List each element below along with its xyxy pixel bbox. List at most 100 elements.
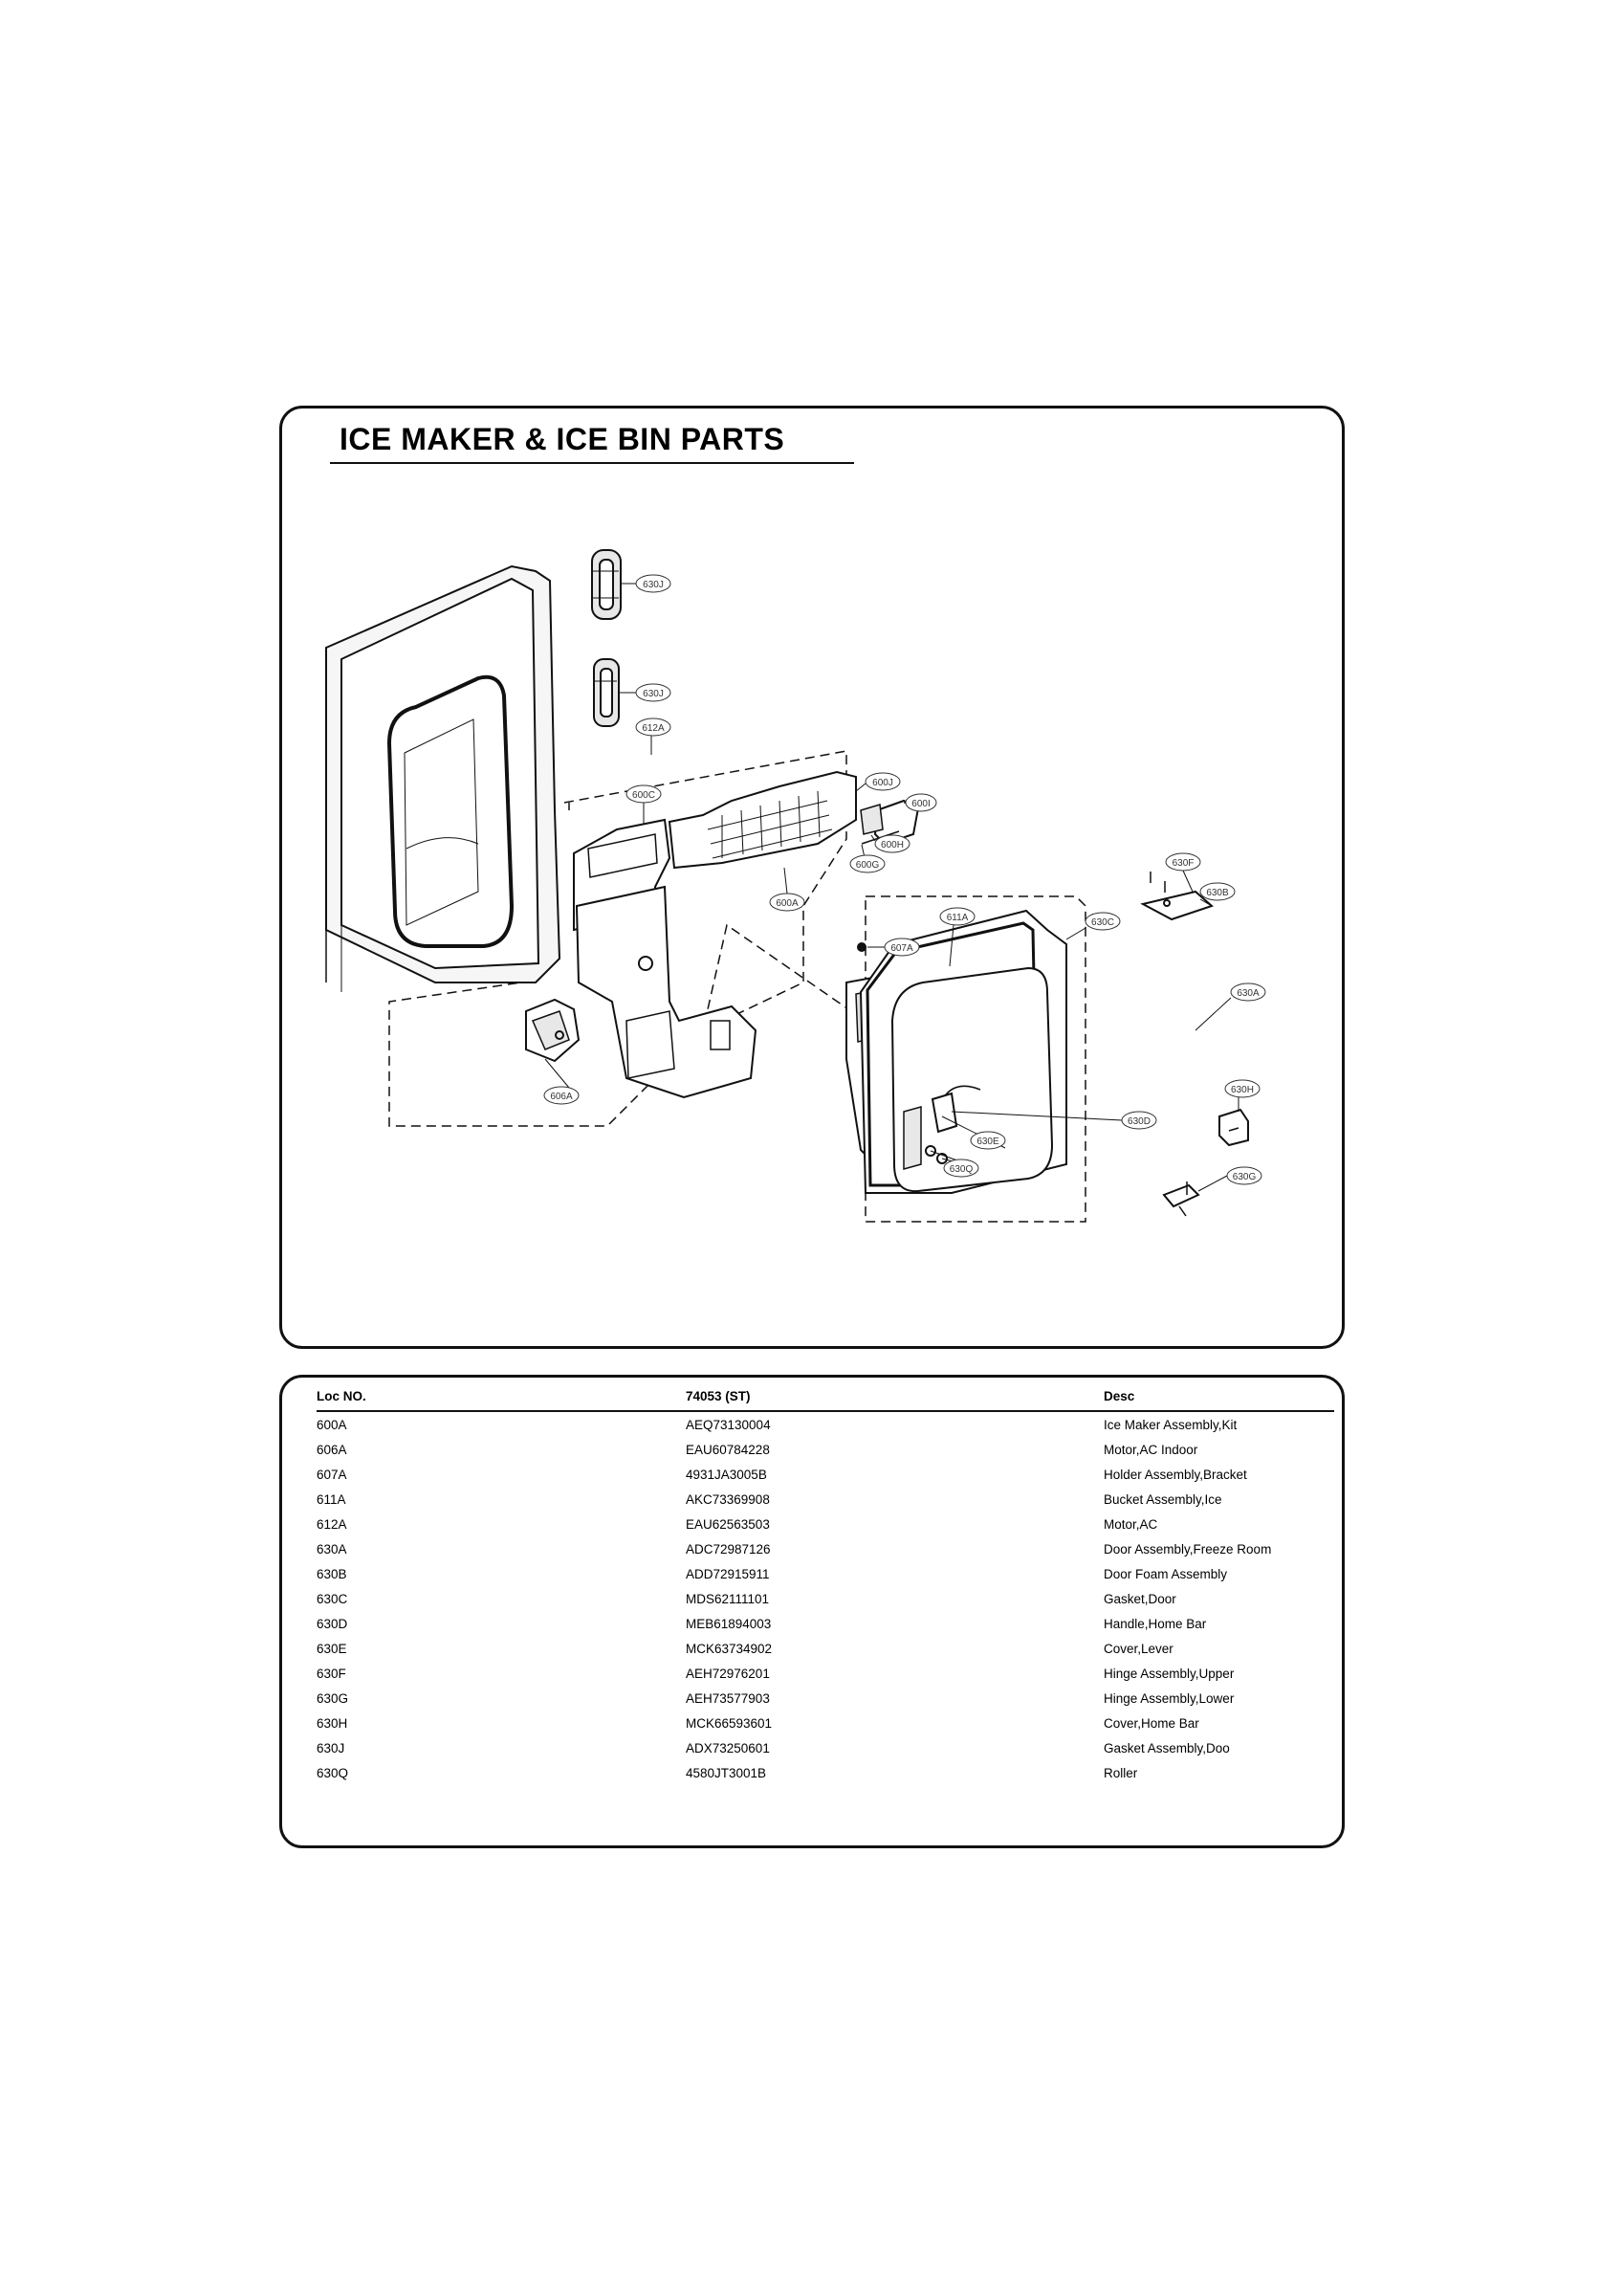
callout-630f: 630F bbox=[1165, 852, 1201, 872]
callout-612a: 612A bbox=[635, 718, 671, 737]
gasket-630j-lower bbox=[593, 658, 620, 727]
part-number-cell: 4931JA3005B bbox=[686, 1467, 767, 1482]
desc-cell: Cover,Lever bbox=[1104, 1641, 1173, 1656]
table-row: 630F AEH72976201 Hinge Assembly,Upper bbox=[317, 1661, 1334, 1686]
callout-600g: 600G bbox=[849, 854, 886, 873]
svg-text:600I: 600I bbox=[911, 799, 930, 809]
callout-600a: 600A bbox=[769, 893, 805, 912]
part-number-cell: MCK63734902 bbox=[686, 1641, 773, 1656]
part-number-cell: AEQ73130004 bbox=[686, 1417, 771, 1432]
lower-hinge bbox=[1162, 1181, 1200, 1217]
table-row: 612A EAU62563503 Motor,AC bbox=[317, 1512, 1334, 1536]
callout-630b: 630B bbox=[1199, 882, 1236, 901]
desc-cell: Door Foam Assembly bbox=[1104, 1566, 1228, 1581]
callout-630e: 630E bbox=[970, 1131, 1006, 1150]
svg-text:630E: 630E bbox=[976, 1137, 999, 1147]
desc-cell: Ice Maker Assembly,Kit bbox=[1104, 1417, 1238, 1432]
svg-text:600H: 600H bbox=[881, 840, 904, 850]
part-number-cell: MCK66593601 bbox=[686, 1715, 773, 1731]
loc-cell: 630F bbox=[317, 1666, 346, 1681]
part-number-cell: ADD72915911 bbox=[686, 1566, 770, 1581]
callout-600h: 600H bbox=[874, 834, 910, 853]
page-title: ICE MAKER & ICE BIN PARTS bbox=[340, 422, 785, 456]
callout-630c: 630C bbox=[1085, 912, 1121, 931]
freezer-door bbox=[859, 909, 1067, 1194]
loc-cell: 630J bbox=[317, 1740, 345, 1755]
loc-cell: 611A bbox=[317, 1491, 346, 1507]
svg-text:630F: 630F bbox=[1173, 858, 1195, 869]
home-bar-handle bbox=[925, 1092, 958, 1164]
part-number-cell: 4580JT3001B bbox=[686, 1765, 767, 1780]
loc-cell: 630H bbox=[317, 1715, 348, 1731]
svg-text:600J: 600J bbox=[872, 778, 893, 788]
desc-cell: Handle,Home Bar bbox=[1104, 1616, 1207, 1631]
desc-cell: Holder Assembly,Bracket bbox=[1104, 1467, 1247, 1482]
callout-600j: 600J bbox=[865, 772, 901, 791]
loc-cell: 630Q bbox=[317, 1765, 349, 1780]
desc-cell: Gasket Assembly,Doo bbox=[1104, 1740, 1230, 1755]
loc-cell: 630B bbox=[317, 1566, 347, 1581]
table-row: 630Q 4580JT3001B Roller bbox=[317, 1760, 1334, 1785]
svg-text:612A: 612A bbox=[642, 723, 665, 734]
callout-600c: 600C bbox=[625, 784, 662, 804]
desc-cell: Roller bbox=[1104, 1765, 1138, 1780]
loc-cell: 630D bbox=[317, 1616, 348, 1631]
callout-611a: 611A bbox=[939, 907, 976, 926]
column-header-loc: Loc NO. bbox=[317, 1381, 686, 1412]
desc-cell: Hinge Assembly,Lower bbox=[1104, 1690, 1235, 1706]
part-number-cell: MDS62111101 bbox=[686, 1591, 770, 1606]
loc-cell: 606A bbox=[317, 1442, 347, 1457]
column-header-desc: Desc bbox=[1104, 1381, 1334, 1412]
svg-text:630D: 630D bbox=[1128, 1116, 1151, 1127]
diagram-panel: ICE MAKER & ICE BIN PARTS bbox=[279, 406, 1345, 1349]
ice-maker-assembly bbox=[668, 770, 857, 870]
callout-630a: 630A bbox=[1230, 982, 1266, 1002]
callout-600i: 600I bbox=[905, 793, 937, 812]
callout-630d: 630D bbox=[1121, 1111, 1157, 1130]
loc-cell: 630C bbox=[317, 1591, 348, 1606]
desc-cell: Hinge Assembly,Upper bbox=[1104, 1666, 1235, 1681]
part-number-cell: AEH72976201 bbox=[686, 1666, 770, 1681]
freezer-door-frame bbox=[325, 564, 561, 992]
gasket-630j-upper bbox=[591, 549, 622, 620]
table-row: 630B ADD72915911 Door Foam Assembly bbox=[317, 1561, 1334, 1586]
part-number-cell: AKC73369908 bbox=[686, 1491, 770, 1507]
title-underline bbox=[330, 462, 854, 464]
desc-cell: Motor,AC Indoor bbox=[1104, 1442, 1198, 1457]
svg-text:630C: 630C bbox=[1091, 917, 1114, 928]
svg-text:630H: 630H bbox=[1231, 1085, 1254, 1095]
part-number-cell: EAU62563503 bbox=[686, 1516, 770, 1532]
svg-text:630A: 630A bbox=[1237, 988, 1260, 999]
motor-606a bbox=[525, 998, 581, 1063]
desc-cell: Door Assembly,Freeze Room bbox=[1104, 1541, 1272, 1556]
loc-cell: 607A bbox=[317, 1467, 347, 1482]
desc-cell: Motor,AC bbox=[1104, 1516, 1158, 1532]
loc-cell: 630E bbox=[317, 1641, 347, 1656]
table-row: 607A 4931JA3005B Holder Assembly,Bracket bbox=[317, 1462, 1334, 1487]
svg-text:630B: 630B bbox=[1206, 888, 1229, 898]
callout-606a: 606A bbox=[543, 1086, 580, 1105]
loc-cell: 612A bbox=[317, 1516, 347, 1532]
exploded-parts-diagram: 630J 630J 612A 600C 600J 600I 600H 600G … bbox=[325, 549, 1266, 1223]
desc-cell: Cover,Home Bar bbox=[1104, 1715, 1199, 1731]
table-header-row: Loc NO. 74053 (ST) Desc bbox=[317, 1381, 1334, 1412]
svg-text:611A: 611A bbox=[947, 913, 969, 923]
table-row: 630H MCK66593601 Cover,Home Bar bbox=[317, 1711, 1334, 1735]
callout-labels: 630J 630J 612A 600C 600J 600I 600H 600G … bbox=[543, 574, 1266, 1185]
desc-cell: Bucket Assembly,Ice bbox=[1104, 1491, 1222, 1507]
ice-maker-bracket bbox=[573, 818, 757, 1099]
ice-maker-motor-parts bbox=[860, 799, 920, 846]
callout-630j-upper: 630J bbox=[635, 574, 671, 593]
svg-text:630Q: 630Q bbox=[950, 1164, 974, 1175]
callout-630g: 630G bbox=[1226, 1166, 1262, 1185]
svg-text:607A: 607A bbox=[890, 943, 913, 954]
svg-text:630J: 630J bbox=[643, 580, 664, 590]
svg-text:600A: 600A bbox=[776, 898, 799, 909]
